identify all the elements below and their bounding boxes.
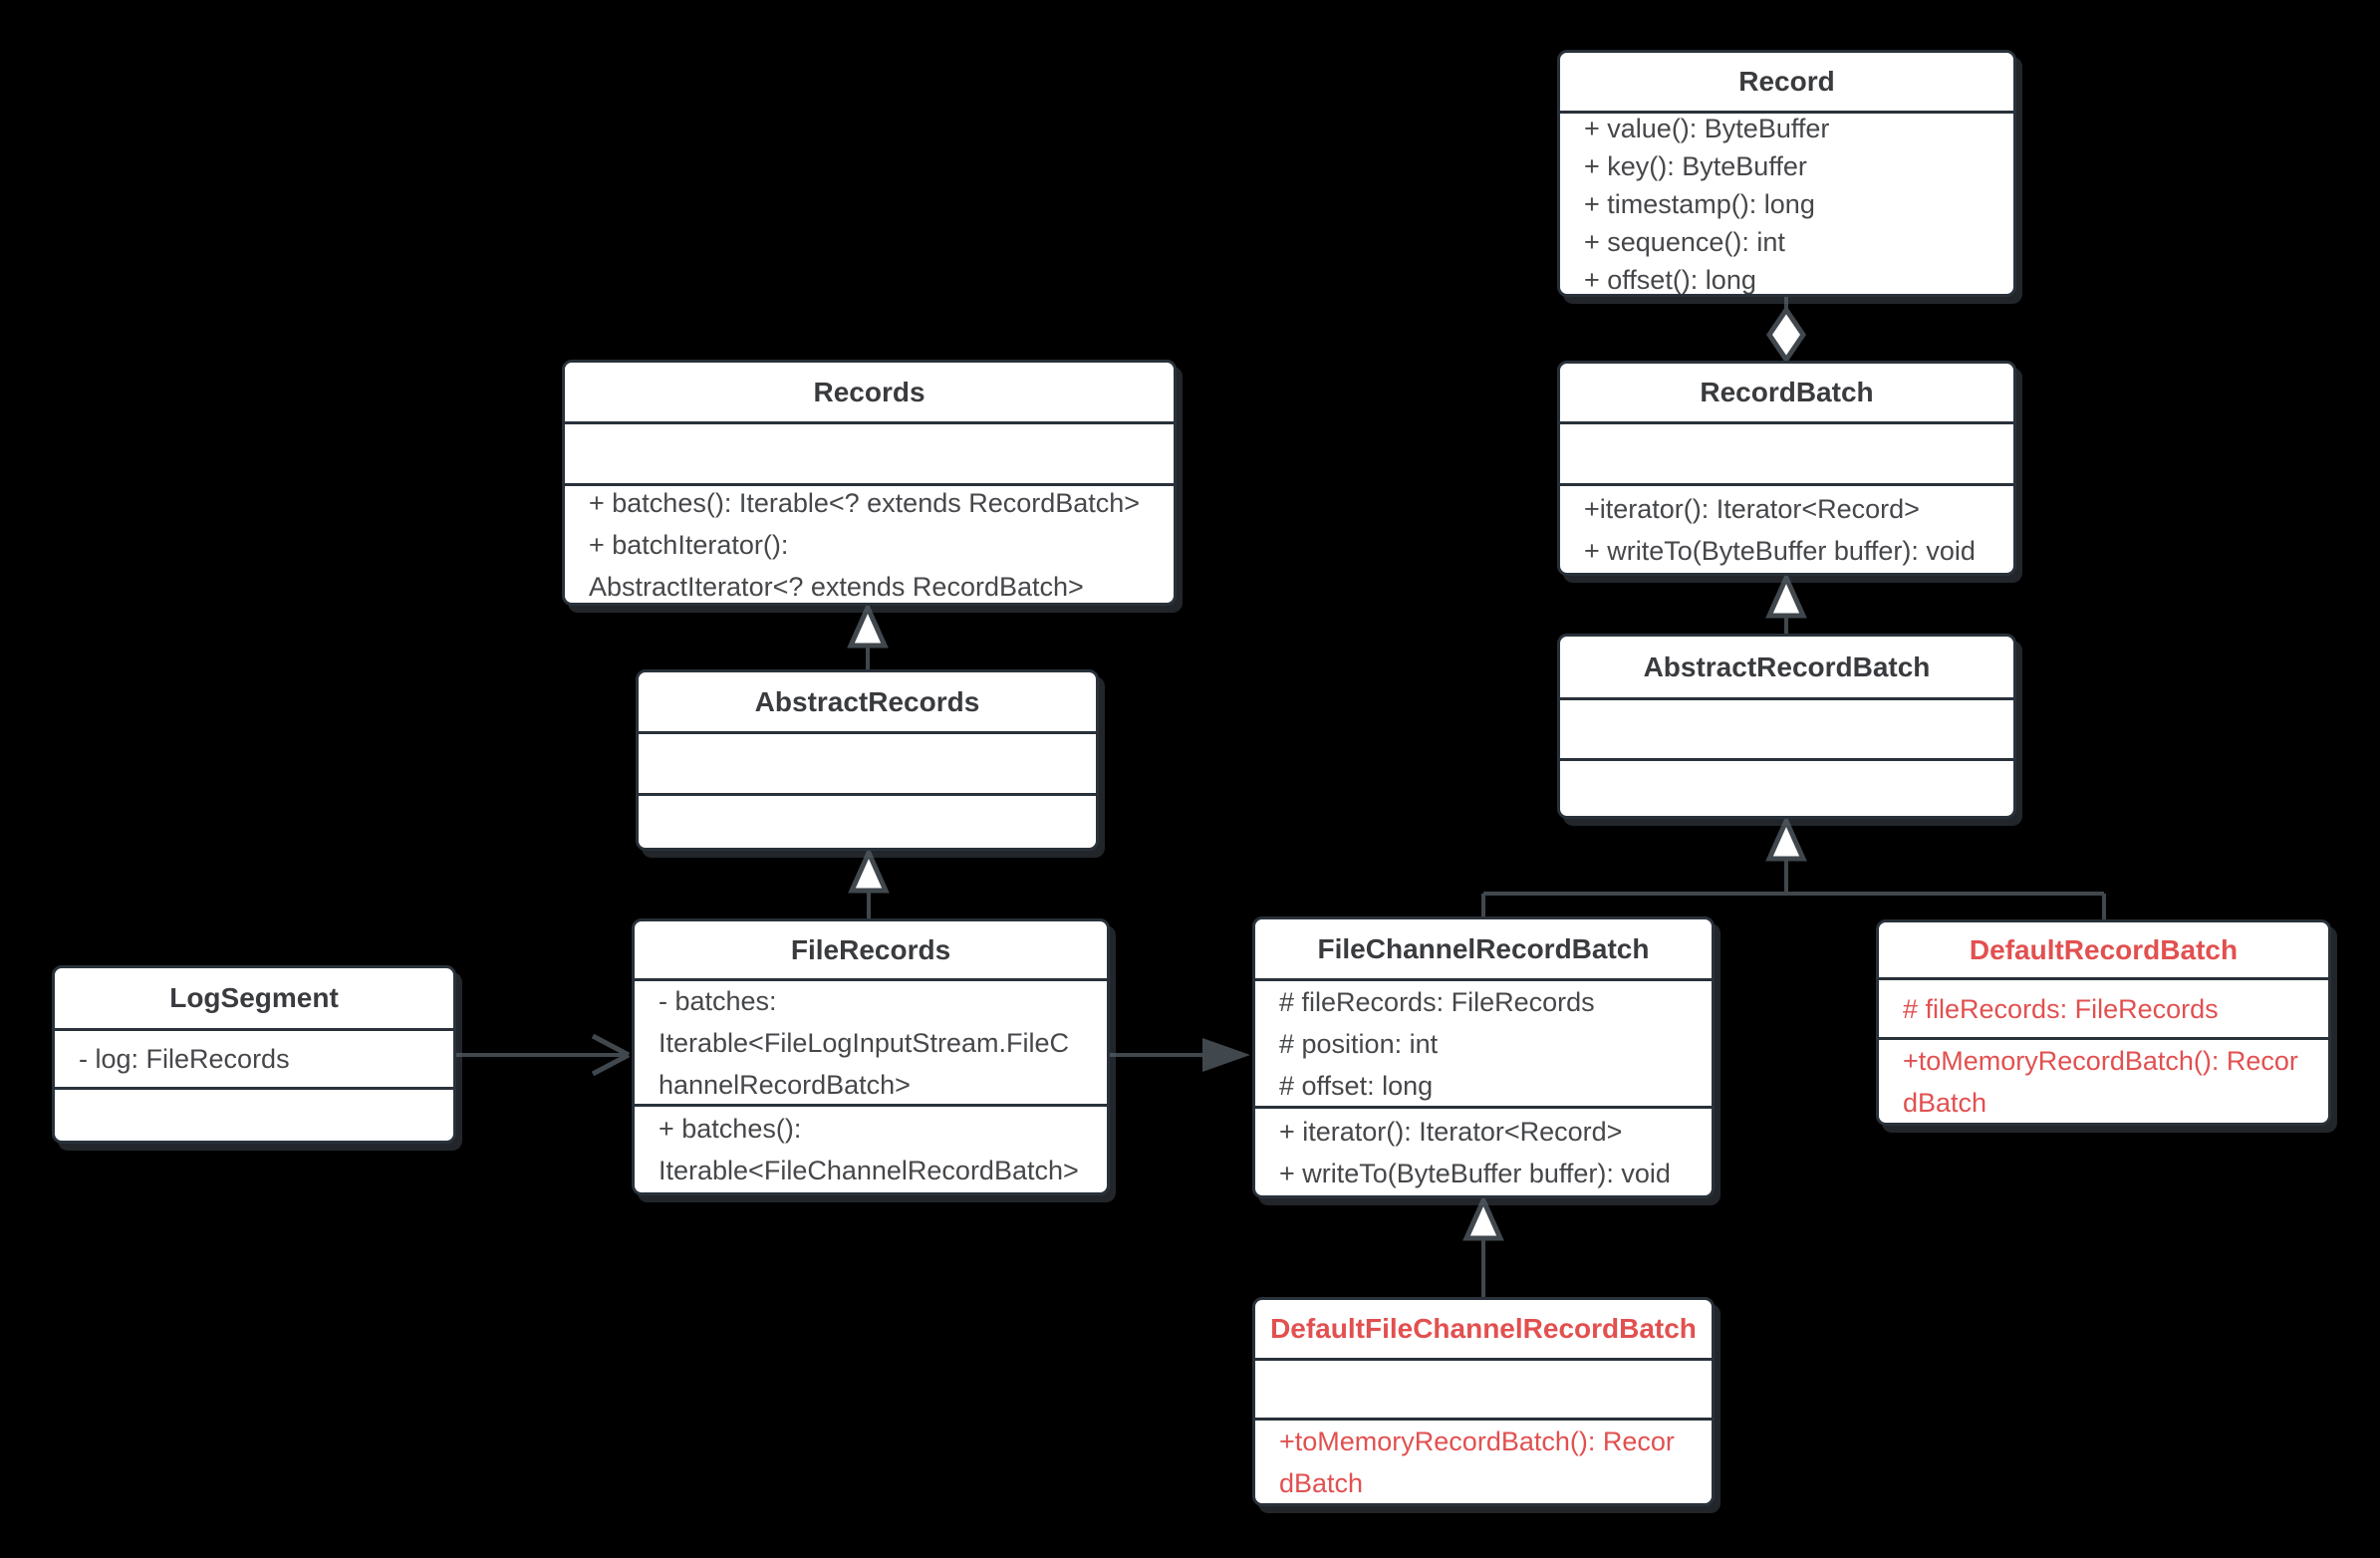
- class-method-entry: + offset(): long: [1584, 264, 1756, 295]
- class-attribute-entry: # position: int: [1279, 1028, 1439, 1059]
- class-title-record: Record: [1738, 66, 1835, 97]
- filled-arrowhead-icon: [1202, 1038, 1250, 1072]
- class-attribute-entry: - batches: Iterable<FileLogInputStream.F…: [659, 985, 1069, 1100]
- inheritance-triangle-icon: [1765, 571, 1807, 619]
- class-methods-compartment: +iterator(): Iterator<Record> + writeTo(B…: [1560, 483, 2013, 573]
- class-method-entry: + key(): ByteBuffer: [1584, 150, 1807, 181]
- class-box-file-records[interactable]: FileRecords - batches: Iterable<FileLogIn…: [632, 918, 1110, 1195]
- inheritance-triangle-icon: [1462, 1193, 1504, 1241]
- class-method-entry: + timestamp(): long: [1584, 188, 1815, 219]
- inheritance-triangle-icon: [1765, 814, 1807, 862]
- class-box-log-segment[interactable]: LogSegment - log: FileRecords: [52, 965, 456, 1144]
- class-attribute-entry: # fileRecords: FileRecords: [1279, 986, 1595, 1017]
- class-attribute-entry: # offset: long: [1279, 1070, 1434, 1101]
- class-methods-compartment: [1560, 758, 2013, 816]
- class-box-record[interactable]: Record + value(): ByteBuffer + key(): Byte…: [1557, 50, 2016, 297]
- class-methods-compartment: + iterator(): Iterator<Record> + writeTo(…: [1255, 1106, 1712, 1195]
- class-attributes-compartment: # fileRecords: FileRecords: [1879, 977, 2328, 1037]
- class-title-default-record-batch: DefaultRecordBatch: [1969, 933, 2239, 965]
- inheritance-triangle-icon: [847, 601, 889, 649]
- class-attributes-compartment: - log: FileRecords: [55, 1028, 453, 1087]
- class-box-file-channel-record-batch[interactable]: FileChannelRecordBatch # fileRecords: Fil…: [1252, 916, 1715, 1198]
- class-method-entry: + writeTo(ByteBuffer buffer): void: [1584, 535, 1976, 566]
- class-methods-compartment: +toMemoryRecordBatch(): Recor dBatch: [1255, 1418, 1712, 1503]
- class-title-file-records: FileRecords: [790, 933, 951, 965]
- class-box-records[interactable]: Records + batches(): Iterable<? extends R…: [562, 360, 1177, 606]
- relationship-inheritance-file-channel-record-batch-to-abstract-record-batch: [1481, 814, 1807, 916]
- class-method-entry: +iterator(): Iterator<Record>: [1584, 493, 1920, 524]
- relationship-aggregation-record-batch-to-record: [1765, 297, 1807, 365]
- class-method-entry: + iterator(): Iterator<Record>: [1279, 1116, 1623, 1147]
- class-attributes-compartment: # fileRecords: FileRecords # position: in…: [1255, 978, 1712, 1106]
- aggregation-diamond-icon: [1765, 305, 1807, 365]
- open-arrowhead-icon: [591, 1033, 631, 1058]
- relationship-inheritance-abstract-record-batch-to-record-batch: [1765, 571, 1807, 634]
- class-method-entry: +toMemoryRecordBatch(): Recor dBatch: [1903, 1045, 2298, 1118]
- class-box-default-file-channel-record-batch[interactable]: DefaultFileChannelRecordBatch +toMemoryRe…: [1252, 1297, 1715, 1506]
- class-attributes-compartment: [565, 421, 1174, 483]
- class-attribute-entry: - log: FileRecords: [79, 1044, 290, 1074]
- class-attribute-entry: # fileRecords: FileRecords: [1903, 993, 2219, 1024]
- class-title-abstract-record-batch: AbstractRecordBatch: [1643, 650, 1931, 682]
- class-title-default-file-channel-record-batch: DefaultFileChannelRecordBatch: [1270, 1313, 1697, 1344]
- class-attributes-compartment: [1560, 421, 2013, 483]
- class-attributes-compartment: [639, 731, 1096, 793]
- open-arrowhead-icon: [591, 1052, 631, 1077]
- class-box-record-batch[interactable]: RecordBatch +iterator(): Iterator<Record>…: [1557, 361, 2016, 576]
- class-box-abstract-records[interactable]: AbstractRecords: [636, 669, 1099, 851]
- class-methods-compartment: + batches(): Iterable<? extends RecordBa…: [565, 483, 1174, 603]
- relationship-directed-association-file-records-to-file-channel-record-batch: [1110, 1038, 1250, 1072]
- class-title-file-channel-record-batch: FileChannelRecordBatch: [1317, 932, 1650, 964]
- relationship-inheritance-abstract-records-to-records: [847, 601, 889, 669]
- class-methods-compartment: [639, 793, 1096, 848]
- class-methods-compartment: + value(): ByteBuffer + key(): ByteBuffer…: [1560, 111, 2013, 294]
- class-method-entry: +toMemoryRecordBatch(): Recor dBatch: [1279, 1426, 1675, 1498]
- relationship-inheritance-default-record-batch-to-abstract-record-batch: [1786, 892, 2106, 919]
- class-attributes-compartment: - batches: Iterable<FileLogInputStream.F…: [635, 978, 1107, 1104]
- class-method-entry: + batches(): Iterable<FileChannelRecordB…: [659, 1114, 1079, 1185]
- class-attributes-compartment: [1255, 1358, 1712, 1418]
- relationship-inheritance-file-records-to-abstract-records: [848, 846, 890, 918]
- relationship-association-log-segment-to-file-records: [456, 1033, 631, 1077]
- class-box-abstract-record-batch[interactable]: AbstractRecordBatch: [1557, 634, 2016, 819]
- class-attributes-compartment: [1560, 697, 2013, 758]
- inheritance-triangle-icon: [848, 846, 890, 894]
- relationship-inheritance-default-file-channel-record-batch-to-file-channel-record-batch: [1462, 1193, 1504, 1297]
- class-methods-compartment: +toMemoryRecordBatch(): Recor dBatch: [1879, 1037, 2328, 1123]
- class-title-records: Records: [813, 376, 926, 407]
- class-title-record-batch: RecordBatch: [1700, 377, 1874, 407]
- class-method-entry: + writeTo(ByteBuffer buffer): void: [1279, 1158, 1671, 1188]
- class-method-entry: + sequence(): int: [1584, 226, 1785, 257]
- class-box-default-record-batch[interactable]: DefaultRecordBatch # fileRecords: FileRec…: [1876, 919, 2331, 1126]
- class-method-entry: + batchIterator(): AbstractIterator<? ex…: [589, 529, 1084, 602]
- class-method-entry: + value(): ByteBuffer: [1584, 113, 1830, 143]
- class-methods-compartment: + batches(): Iterable<FileChannelRecordB…: [635, 1104, 1107, 1192]
- class-title-log-segment: LogSegment: [169, 982, 339, 1013]
- class-title-abstract-records: AbstractRecords: [754, 685, 980, 717]
- class-method-entry: + batches(): Iterable<? extends RecordBa…: [589, 487, 1141, 518]
- class-methods-compartment: [55, 1087, 453, 1141]
